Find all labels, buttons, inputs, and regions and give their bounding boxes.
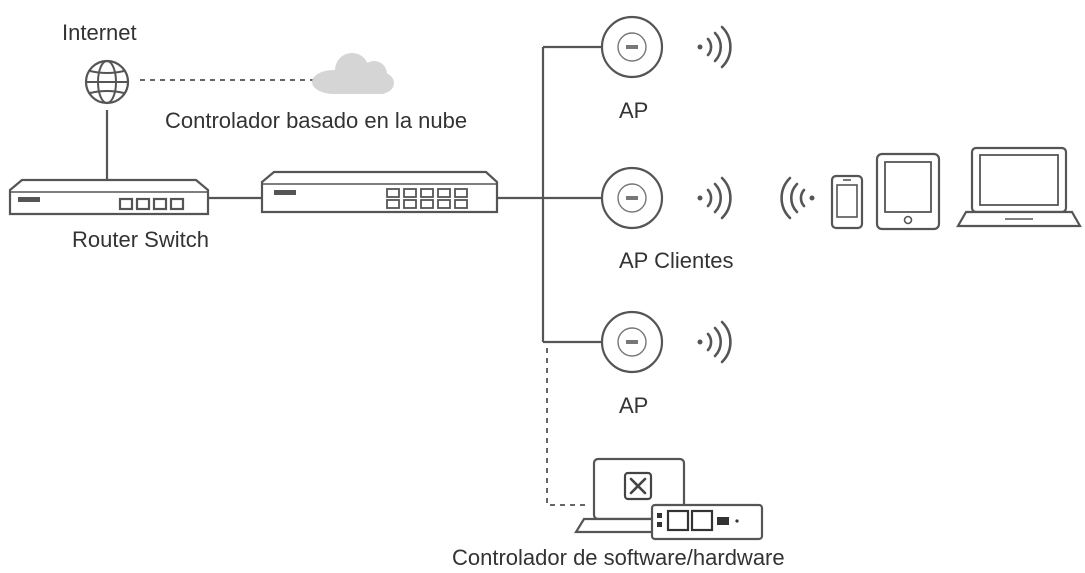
router-device	[8, 178, 210, 216]
access-point-top	[600, 15, 664, 79]
smartphone-icon	[830, 174, 864, 230]
switch-logo	[274, 190, 296, 195]
router-port	[169, 197, 185, 211]
globe-icon	[84, 59, 130, 105]
wifi-signal-icon	[697, 320, 732, 364]
switch-device	[260, 170, 499, 214]
hardware-controller-device	[650, 503, 764, 541]
router-switch-label: Router Switch	[72, 227, 209, 252]
cloud-icon	[312, 53, 394, 94]
router-logo	[18, 197, 40, 202]
wifi-signal-icon	[697, 25, 732, 69]
laptop-icon	[956, 146, 1082, 228]
ap-top-label: AP	[619, 98, 648, 123]
wifi-signal-icon	[697, 176, 732, 220]
tools-icon	[623, 471, 653, 501]
cloud-controller-label: Controlador basado en la nube	[165, 108, 467, 133]
tablet-icon	[875, 152, 941, 231]
access-point-bottom	[600, 310, 664, 374]
ap-bottom-label: AP	[619, 393, 648, 418]
wifi-receive-icon	[780, 176, 815, 220]
router-port	[118, 197, 134, 211]
bus-controller-link	[546, 348, 588, 506]
connections	[105, 45, 602, 506]
access-point-middle	[600, 166, 664, 230]
switch-ports	[386, 188, 468, 209]
controller-port	[690, 509, 714, 532]
ap-clients-label: AP Clientes	[619, 248, 734, 273]
router-port	[152, 197, 168, 211]
controller-port	[666, 509, 690, 532]
controller-label: Controlador de software/hardware	[452, 545, 785, 570]
internet-label: Internet	[62, 20, 137, 45]
router-port	[135, 197, 151, 211]
